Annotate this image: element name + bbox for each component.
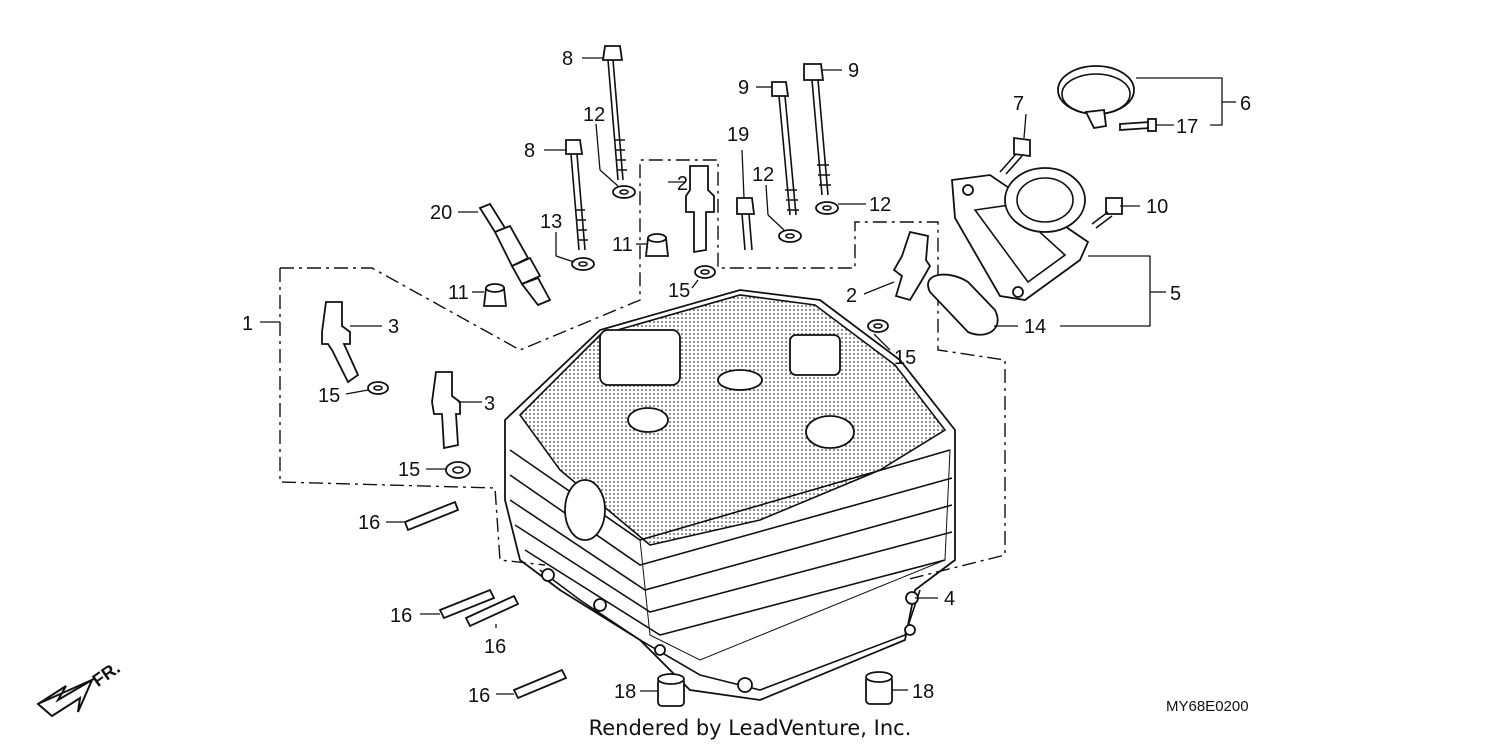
callout-11: 11 xyxy=(448,282,469,304)
callout-20: 20 xyxy=(430,202,452,224)
callout-14: 14 xyxy=(1024,316,1046,338)
callout-6: 6 xyxy=(1240,93,1251,115)
studs-16 xyxy=(403,500,568,700)
clamp-band-6 xyxy=(1057,65,1135,129)
callout-18: 18 xyxy=(912,681,934,703)
callout-12: 12 xyxy=(583,104,605,126)
callout-15: 15 xyxy=(668,280,690,302)
callout-15: 15 xyxy=(894,347,916,369)
cap-nuts xyxy=(482,233,670,307)
render-credit: Rendered by LeadVenture, Inc. xyxy=(588,716,912,740)
callout-7: 7 xyxy=(1013,93,1024,115)
callout-16: 16 xyxy=(390,605,412,627)
bolt-8-upper xyxy=(601,45,627,181)
callout-4: 4 xyxy=(944,588,955,610)
bolt-10 xyxy=(1091,197,1123,229)
front-direction-arrow-icon xyxy=(36,677,95,718)
callout-16: 16 xyxy=(358,512,380,534)
callout-16: 16 xyxy=(484,636,506,658)
bolt-7 xyxy=(999,136,1031,175)
callout-3: 3 xyxy=(484,393,495,415)
bolt-19 xyxy=(736,197,756,251)
bolt-8-lower xyxy=(565,139,588,251)
callout-5: 5 xyxy=(1170,283,1181,305)
drawing-code: MY68E0200 xyxy=(1166,698,1249,715)
callout-8: 8 xyxy=(562,48,573,70)
callout-15: 15 xyxy=(318,385,340,407)
bolt-9-left xyxy=(771,81,799,216)
callout-3: 3 xyxy=(388,316,399,338)
group-frame-lines xyxy=(279,159,1006,581)
callout-11: 11 xyxy=(612,234,633,256)
valve-guides-2 xyxy=(685,165,932,302)
callout-16: 16 xyxy=(468,685,490,707)
insulator-5 xyxy=(951,167,1090,301)
valve-guides-3 xyxy=(321,301,461,450)
washers xyxy=(367,185,889,479)
callout-1: 1 xyxy=(242,313,253,335)
callout-labels: 1 2 2 3 3 4 5 6 7 8 8 9 9 10 11 11 12 12… xyxy=(242,48,1251,707)
callout-12: 12 xyxy=(869,194,891,216)
cylinder-head xyxy=(504,289,956,701)
callout-10: 10 xyxy=(1146,196,1168,218)
callout-18: 18 xyxy=(614,681,636,703)
dowel-pins-18 xyxy=(657,671,893,707)
callout-13: 13 xyxy=(540,211,562,233)
spark-plug-20 xyxy=(478,202,552,307)
callout-8: 8 xyxy=(524,140,535,162)
callout-9: 9 xyxy=(848,60,859,82)
callout-12: 12 xyxy=(752,164,774,186)
screw-17 xyxy=(1119,118,1157,132)
callout-2: 2 xyxy=(846,285,857,307)
callout-19: 19 xyxy=(727,124,749,146)
callout-15: 15 xyxy=(398,459,420,481)
bolt-9-right xyxy=(803,63,831,196)
callout-9: 9 xyxy=(738,77,749,99)
callout-17: 17 xyxy=(1176,116,1198,138)
o-ring-14 xyxy=(927,273,999,336)
leader-lines xyxy=(260,57,1236,695)
callout-2: 2 xyxy=(677,173,688,195)
